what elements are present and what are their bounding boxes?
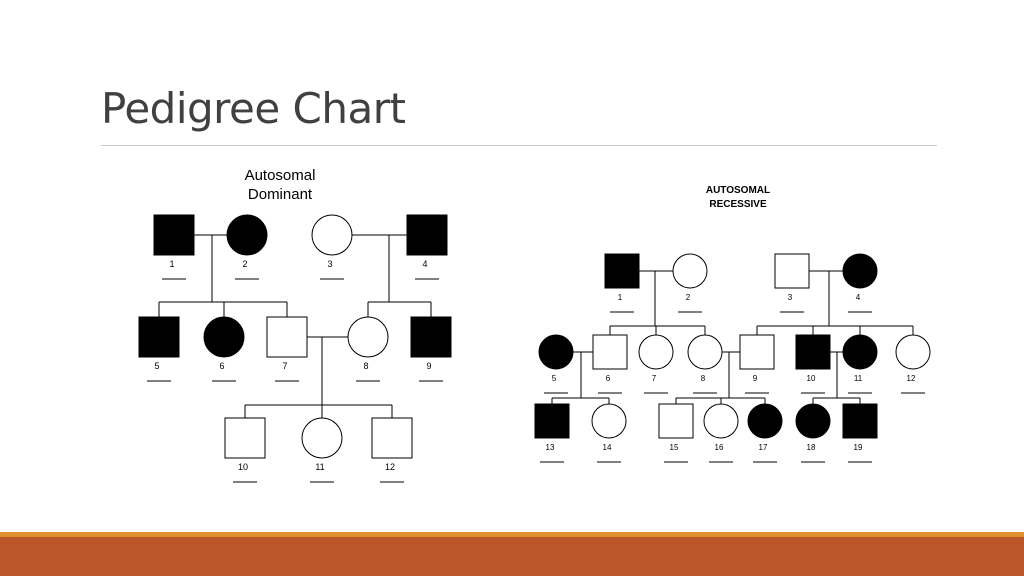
- female-circle-6: [203, 316, 245, 358]
- male-square-19: [842, 403, 878, 439]
- individual-label-2: 2: [686, 293, 691, 302]
- individual-label-11: 11: [315, 462, 324, 472]
- individual-label-13: 13: [546, 443, 555, 452]
- individual-label-18: 18: [807, 443, 816, 452]
- individual-label-10: 10: [807, 374, 816, 383]
- female-circle-17: [747, 403, 783, 439]
- individual-label-7: 7: [282, 361, 287, 371]
- female-circle-8: [687, 334, 723, 370]
- male-square-3: [774, 253, 810, 289]
- male-square-13: [534, 403, 570, 439]
- male-square-9: [739, 334, 775, 370]
- male-square-4: [406, 214, 448, 256]
- female-circle-3: [311, 214, 353, 256]
- individual-label-1: 1: [618, 293, 623, 302]
- individual-label-10: 10: [238, 462, 248, 472]
- female-circle-14: [591, 403, 627, 439]
- title-divider: [101, 145, 937, 146]
- individual-label-4: 4: [422, 259, 427, 269]
- male-square-10: [224, 417, 266, 459]
- male-square-12: [371, 417, 413, 459]
- individual-label-2: 2: [242, 259, 247, 269]
- female-circle-2: [672, 253, 708, 289]
- individual-label-14: 14: [603, 443, 612, 452]
- female-circle-16: [703, 403, 739, 439]
- individual-label-7: 7: [652, 374, 657, 383]
- individual-label-12: 12: [385, 462, 395, 472]
- individual-label-12: 12: [907, 374, 916, 383]
- individual-label-17: 17: [759, 443, 768, 452]
- male-square-1: [604, 253, 640, 289]
- individual-label-6: 6: [219, 361, 224, 371]
- individual-label-9: 9: [426, 361, 431, 371]
- individual-label-16: 16: [715, 443, 724, 452]
- footer-accent-stripe: [0, 532, 1024, 537]
- female-circle-5: [538, 334, 574, 370]
- female-circle-11: [301, 417, 343, 459]
- individual-label-4: 4: [856, 293, 861, 302]
- female-circle-18: [795, 403, 831, 439]
- ar-title-line-2: RECESSIVE: [709, 199, 767, 210]
- female-circle-4: [842, 253, 878, 289]
- individual-label-5: 5: [154, 361, 159, 371]
- female-circle-7: [638, 334, 674, 370]
- slide-title: Pedigree Chart: [101, 84, 406, 133]
- ad-title-line-2: Dominant: [248, 186, 313, 203]
- individual-label-8: 8: [701, 374, 706, 383]
- ad-title-line-1: Autosomal: [245, 167, 316, 184]
- male-square-5: [138, 316, 180, 358]
- female-circle-11: [842, 334, 878, 370]
- individual-label-19: 19: [854, 443, 863, 452]
- male-square-15: [658, 403, 694, 439]
- individual-label-6: 6: [606, 374, 611, 383]
- footer-band: [0, 537, 1024, 576]
- individual-label-11: 11: [854, 374, 863, 383]
- individual-label-8: 8: [363, 361, 368, 371]
- individual-label-5: 5: [552, 374, 557, 383]
- female-circle-12: [895, 334, 931, 370]
- individual-label-3: 3: [788, 293, 793, 302]
- male-square-9: [410, 316, 452, 358]
- ar-title-line-1: AUTOSOMAL: [706, 185, 770, 196]
- individual-label-15: 15: [670, 443, 679, 452]
- male-square-1: [153, 214, 195, 256]
- individual-label-3: 3: [327, 259, 332, 269]
- female-circle-8: [347, 316, 389, 358]
- female-circle-2: [226, 214, 268, 256]
- individual-label-9: 9: [753, 374, 758, 383]
- male-square-6: [592, 334, 628, 370]
- male-square-7: [266, 316, 308, 358]
- male-square-10: [795, 334, 831, 370]
- individual-label-1: 1: [169, 259, 174, 269]
